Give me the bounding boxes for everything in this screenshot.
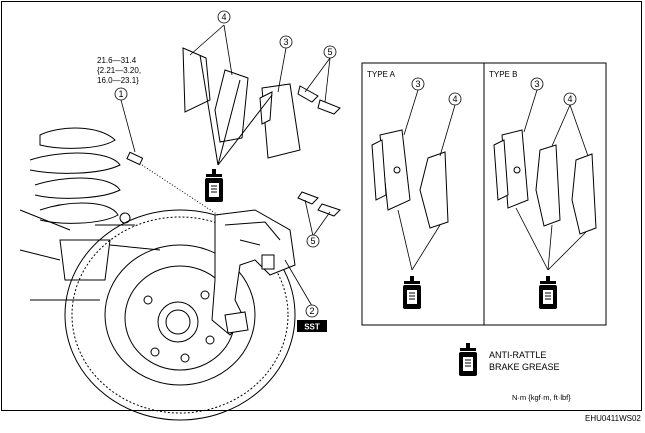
type-a-callout-pad: 3 xyxy=(415,79,420,89)
callout-5-bottom: 5 xyxy=(306,234,320,248)
svg-text:5: 5 xyxy=(327,47,332,57)
brake-disc xyxy=(64,209,296,421)
svg-text:4: 4 xyxy=(221,12,226,22)
sst-tag xyxy=(297,320,327,332)
type-b-callout-shim: 4 xyxy=(567,94,572,104)
torque-line-3: 16.0—23.1} xyxy=(97,76,139,85)
type-b-grease-can-icon xyxy=(538,275,558,310)
sst-label: SST xyxy=(304,323,320,332)
figure-code: EHU0411WS02 xyxy=(585,414,641,423)
units-note: N·m {kgf·m, ft·lbf} xyxy=(512,393,571,402)
suspension-strut xyxy=(19,127,161,301)
callout-4-main: 4 xyxy=(217,10,231,24)
type-a-title: TYPE A xyxy=(367,70,396,79)
svg-text:5: 5 xyxy=(310,236,315,246)
svg-text:1: 1 xyxy=(118,89,123,99)
type-b-panel: TYPE B 3 4 xyxy=(489,70,597,310)
type-a-grease-can-icon xyxy=(402,275,422,310)
torque-line-1: 21.6—31.4 xyxy=(97,56,137,65)
callout-5-top: 5 xyxy=(323,45,337,59)
caliper-bracket xyxy=(211,209,296,336)
callout-1: 1 xyxy=(114,87,128,101)
exploded-pad-set xyxy=(182,47,341,217)
type-a-callout-shim: 4 xyxy=(452,94,457,104)
type-b-callout-pad: 3 xyxy=(534,79,539,89)
caliper-bolt xyxy=(126,151,219,216)
callout-2: 2 xyxy=(305,304,319,318)
svg-text:2: 2 xyxy=(309,306,314,316)
torque-line-2: {2.21—3.20, xyxy=(97,66,141,75)
legend-line-1: ANTI-RATTLE xyxy=(489,350,546,360)
callout-lines xyxy=(120,24,331,307)
svg-text:3: 3 xyxy=(283,37,288,47)
callout-3-main: 3 xyxy=(279,35,293,49)
grease-can-icon xyxy=(204,168,224,203)
type-b-title: TYPE B xyxy=(489,70,517,79)
figure-frame xyxy=(1,1,642,411)
type-a-panel: TYPE A 3 4 xyxy=(367,70,462,310)
legend-line-2: BRAKE GREASE xyxy=(489,362,560,372)
legend-grease-can-icon xyxy=(458,342,478,377)
